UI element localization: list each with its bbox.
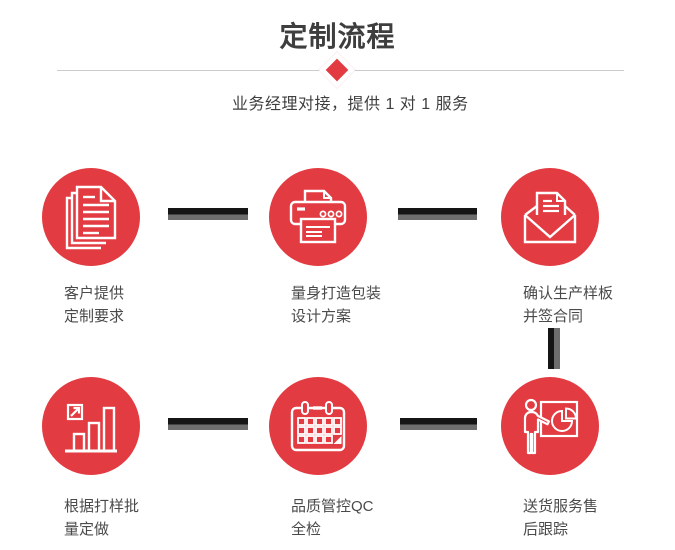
step-batch-production: 根据打样批 量定做: [42, 377, 202, 541]
step-circle: [501, 168, 599, 266]
step-confirm-sample: 确认生产样板 并签合同: [501, 168, 661, 328]
step-delivery-aftersales: 送货服务售 后跟踪: [501, 377, 661, 541]
printer-icon: [289, 189, 347, 244]
step-label: 根据打样批 量定做: [64, 495, 202, 541]
step-label-line1: 确认生产样板: [523, 285, 614, 302]
step-label: 客户提供 定制要求: [64, 282, 202, 328]
step-label-line2: 全检: [291, 521, 322, 538]
step-label-line2: 后跟踪: [523, 521, 569, 538]
step-packaging-design: 量身打造包装 设计方案: [269, 168, 429, 328]
step-circle: [42, 377, 140, 475]
step-circle: [501, 377, 599, 475]
step-label: 确认生产样板 并签合同: [523, 282, 661, 328]
step-circle: [269, 377, 367, 475]
calendar-icon: [290, 401, 346, 452]
documents-icon: [65, 185, 117, 250]
step-circle: [269, 168, 367, 266]
connector-step5-step6: [400, 418, 477, 430]
page-title: 定制流程: [279, 21, 396, 52]
step-quality-control: 品质管控QC 全检: [269, 377, 429, 541]
connector-step4-step5: [168, 418, 248, 430]
step-label-line1: 品质管控QC: [291, 498, 374, 515]
connector-step1-step2: [168, 208, 248, 220]
step-label-line2: 量定做: [64, 521, 110, 538]
step-circle: [42, 168, 140, 266]
connector-step3-step6: [548, 328, 560, 369]
step-label-line2: 并签合同: [523, 308, 584, 325]
envelope-icon: [523, 191, 577, 244]
connector-step2-step3: [398, 208, 477, 220]
step-label: 品质管控QC 全检: [291, 495, 429, 541]
bar-chart-icon: [65, 403, 117, 453]
step-label-line2: 定制要求: [64, 308, 125, 325]
step-label: 量身打造包装 设计方案: [291, 282, 429, 328]
step-label-line1: 量身打造包装: [291, 285, 382, 302]
step-label: 送货服务售 后跟踪: [523, 495, 661, 541]
subtitle: 业务经理对接，提供 1 对 1 服务: [232, 96, 469, 113]
step-customer-requirements: 客户提供 定制要求: [42, 168, 202, 328]
step-label-line1: 客户提供: [64, 285, 125, 302]
diamond-accent-icon: [318, 51, 356, 89]
step-label-line2: 设计方案: [291, 308, 352, 325]
presentation-icon: [523, 398, 579, 455]
step-label-line1: 送货服务售: [523, 498, 599, 515]
step-label-line1: 根据打样批: [64, 498, 140, 515]
